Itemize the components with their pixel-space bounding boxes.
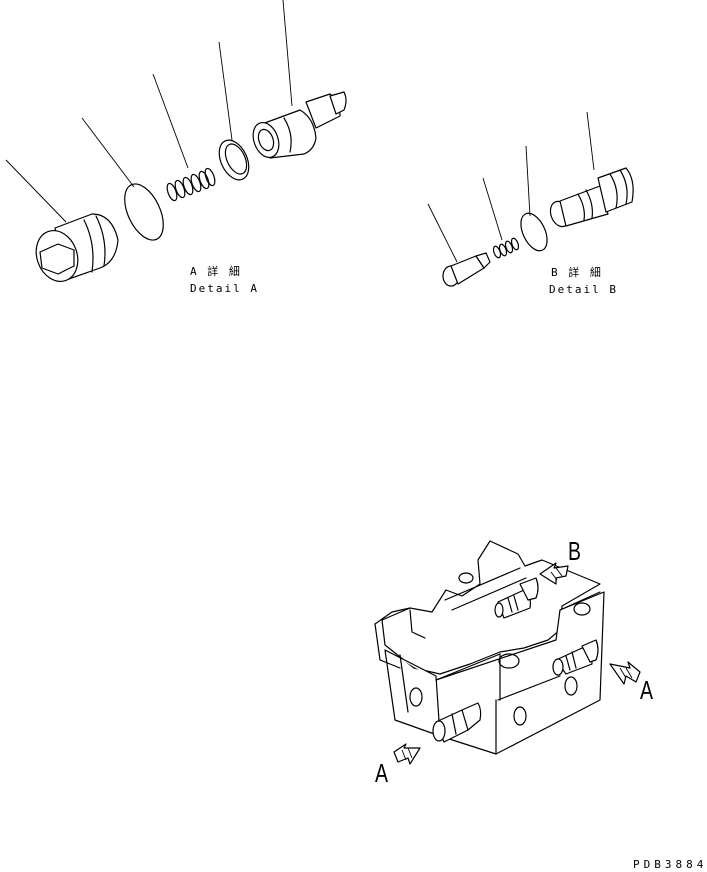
port-hole [458, 572, 474, 584]
detail-b-en-label: Detail B [549, 283, 618, 296]
detail-b-jp-label: B 詳 細 [551, 266, 603, 279]
port-hole [409, 687, 423, 707]
detail-a-jp-label: A 詳 細 [190, 265, 242, 278]
port-hole [498, 653, 520, 669]
leader-line [482, 177, 503, 241]
poppet-part [442, 252, 491, 287]
arrow-a-right-label: A [640, 675, 654, 705]
plug-part [35, 213, 119, 282]
o-ring-part [124, 183, 164, 241]
plug-b-part [549, 167, 634, 228]
arrow-a-left-label: A [375, 758, 389, 788]
spring-part [166, 167, 216, 202]
leader-line [525, 145, 531, 217]
washer-part [218, 139, 250, 181]
detail-a-group [5, 0, 347, 282]
o-ring-b-part [520, 212, 548, 252]
spool-part [252, 91, 347, 159]
small-spring-part [492, 237, 520, 259]
leader-line [218, 41, 233, 141]
arrow-b-label: B [568, 536, 582, 566]
plug-b-top [494, 577, 539, 619]
leader-line [282, 0, 293, 107]
leader-line [5, 159, 67, 223]
leader-line [586, 111, 595, 171]
leader-line [81, 117, 135, 188]
detail-a-en-label: Detail A [190, 282, 259, 295]
drawing-code: PDB3884 [633, 858, 707, 871]
plug-a-right [552, 639, 599, 676]
port-hole [573, 602, 591, 616]
plug-a-front [432, 702, 482, 743]
port-hole [564, 676, 578, 696]
arrow-b [539, 562, 569, 585]
leader-line [427, 203, 458, 263]
port-hole [513, 706, 527, 726]
arrow-a-right [609, 661, 641, 685]
arrow-a-left [393, 743, 421, 765]
valve-body [374, 540, 605, 755]
detail-b-group [427, 111, 634, 287]
leader-line [152, 73, 189, 169]
